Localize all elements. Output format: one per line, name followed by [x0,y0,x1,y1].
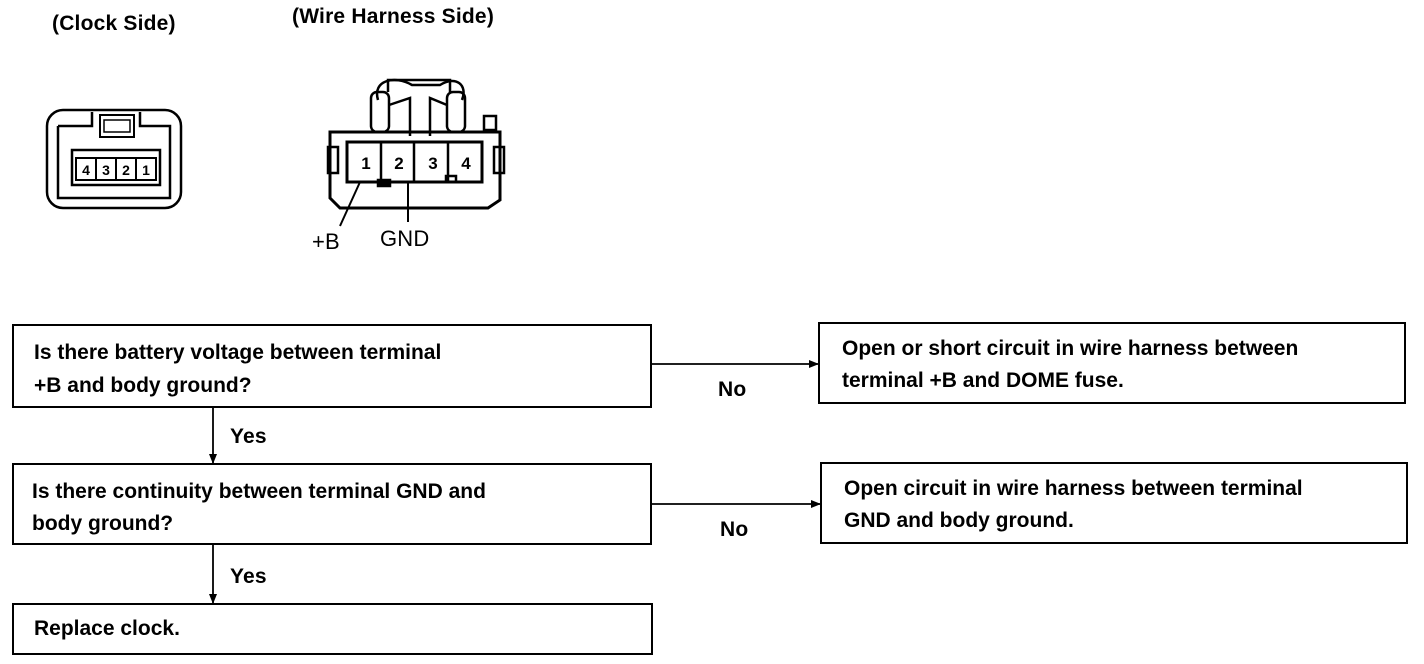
clock-pin-4: 4 [82,162,90,178]
step2-question-line1: Is there continuity between terminal GND… [32,480,486,503]
terminal-b-label: +B [312,229,340,254]
step2-no-result-line2: GND and body ground. [844,509,1074,532]
step1-no-result-box: Open or short circuit in wire harness be… [818,322,1406,404]
step2-no-result-line1: Open circuit in wire harness between ter… [844,477,1303,500]
clock-pin-2: 2 [122,162,130,178]
step1-no-label: No [718,378,747,401]
harness-pin-4: 4 [461,154,471,173]
final-action-box: Replace clock. [12,603,653,655]
step2-yes-label: Yes [230,565,267,588]
harness-pin-2: 2 [394,154,403,173]
step1-question-box: Is there battery voltage between termina… [12,324,652,408]
step1-no-result-line1: Open or short circuit in wire harness be… [842,337,1299,360]
step2-no-label: No [720,518,749,541]
clock-pin-3: 3 [102,162,110,178]
final-action-text: Replace clock. [34,617,180,640]
terminal-gnd-label: GND [380,226,430,251]
harness-pin-1: 1 [361,154,370,173]
wire-harness-connector [326,78,506,227]
step1-yes-label: Yes [230,425,267,448]
step2-question-box: Is there continuity between terminal GND… [12,463,652,545]
clock-side-label: (Clock Side) [52,12,176,35]
step1-no-result-line2: terminal +B and DOME fuse. [842,369,1124,392]
step1-question-line1: Is there battery voltage between termina… [34,341,442,364]
harness-pin-3: 3 [428,154,437,173]
wire-harness-side-label: (Wire Harness Side) [292,5,495,28]
clock-pin-1: 1 [142,162,150,178]
step1-question-line2: +B and body ground? [34,374,252,397]
step2-no-result-box: Open circuit in wire harness between ter… [820,462,1408,544]
clock-side-connector [45,108,183,210]
step2-question-line2: body ground? [32,512,174,535]
